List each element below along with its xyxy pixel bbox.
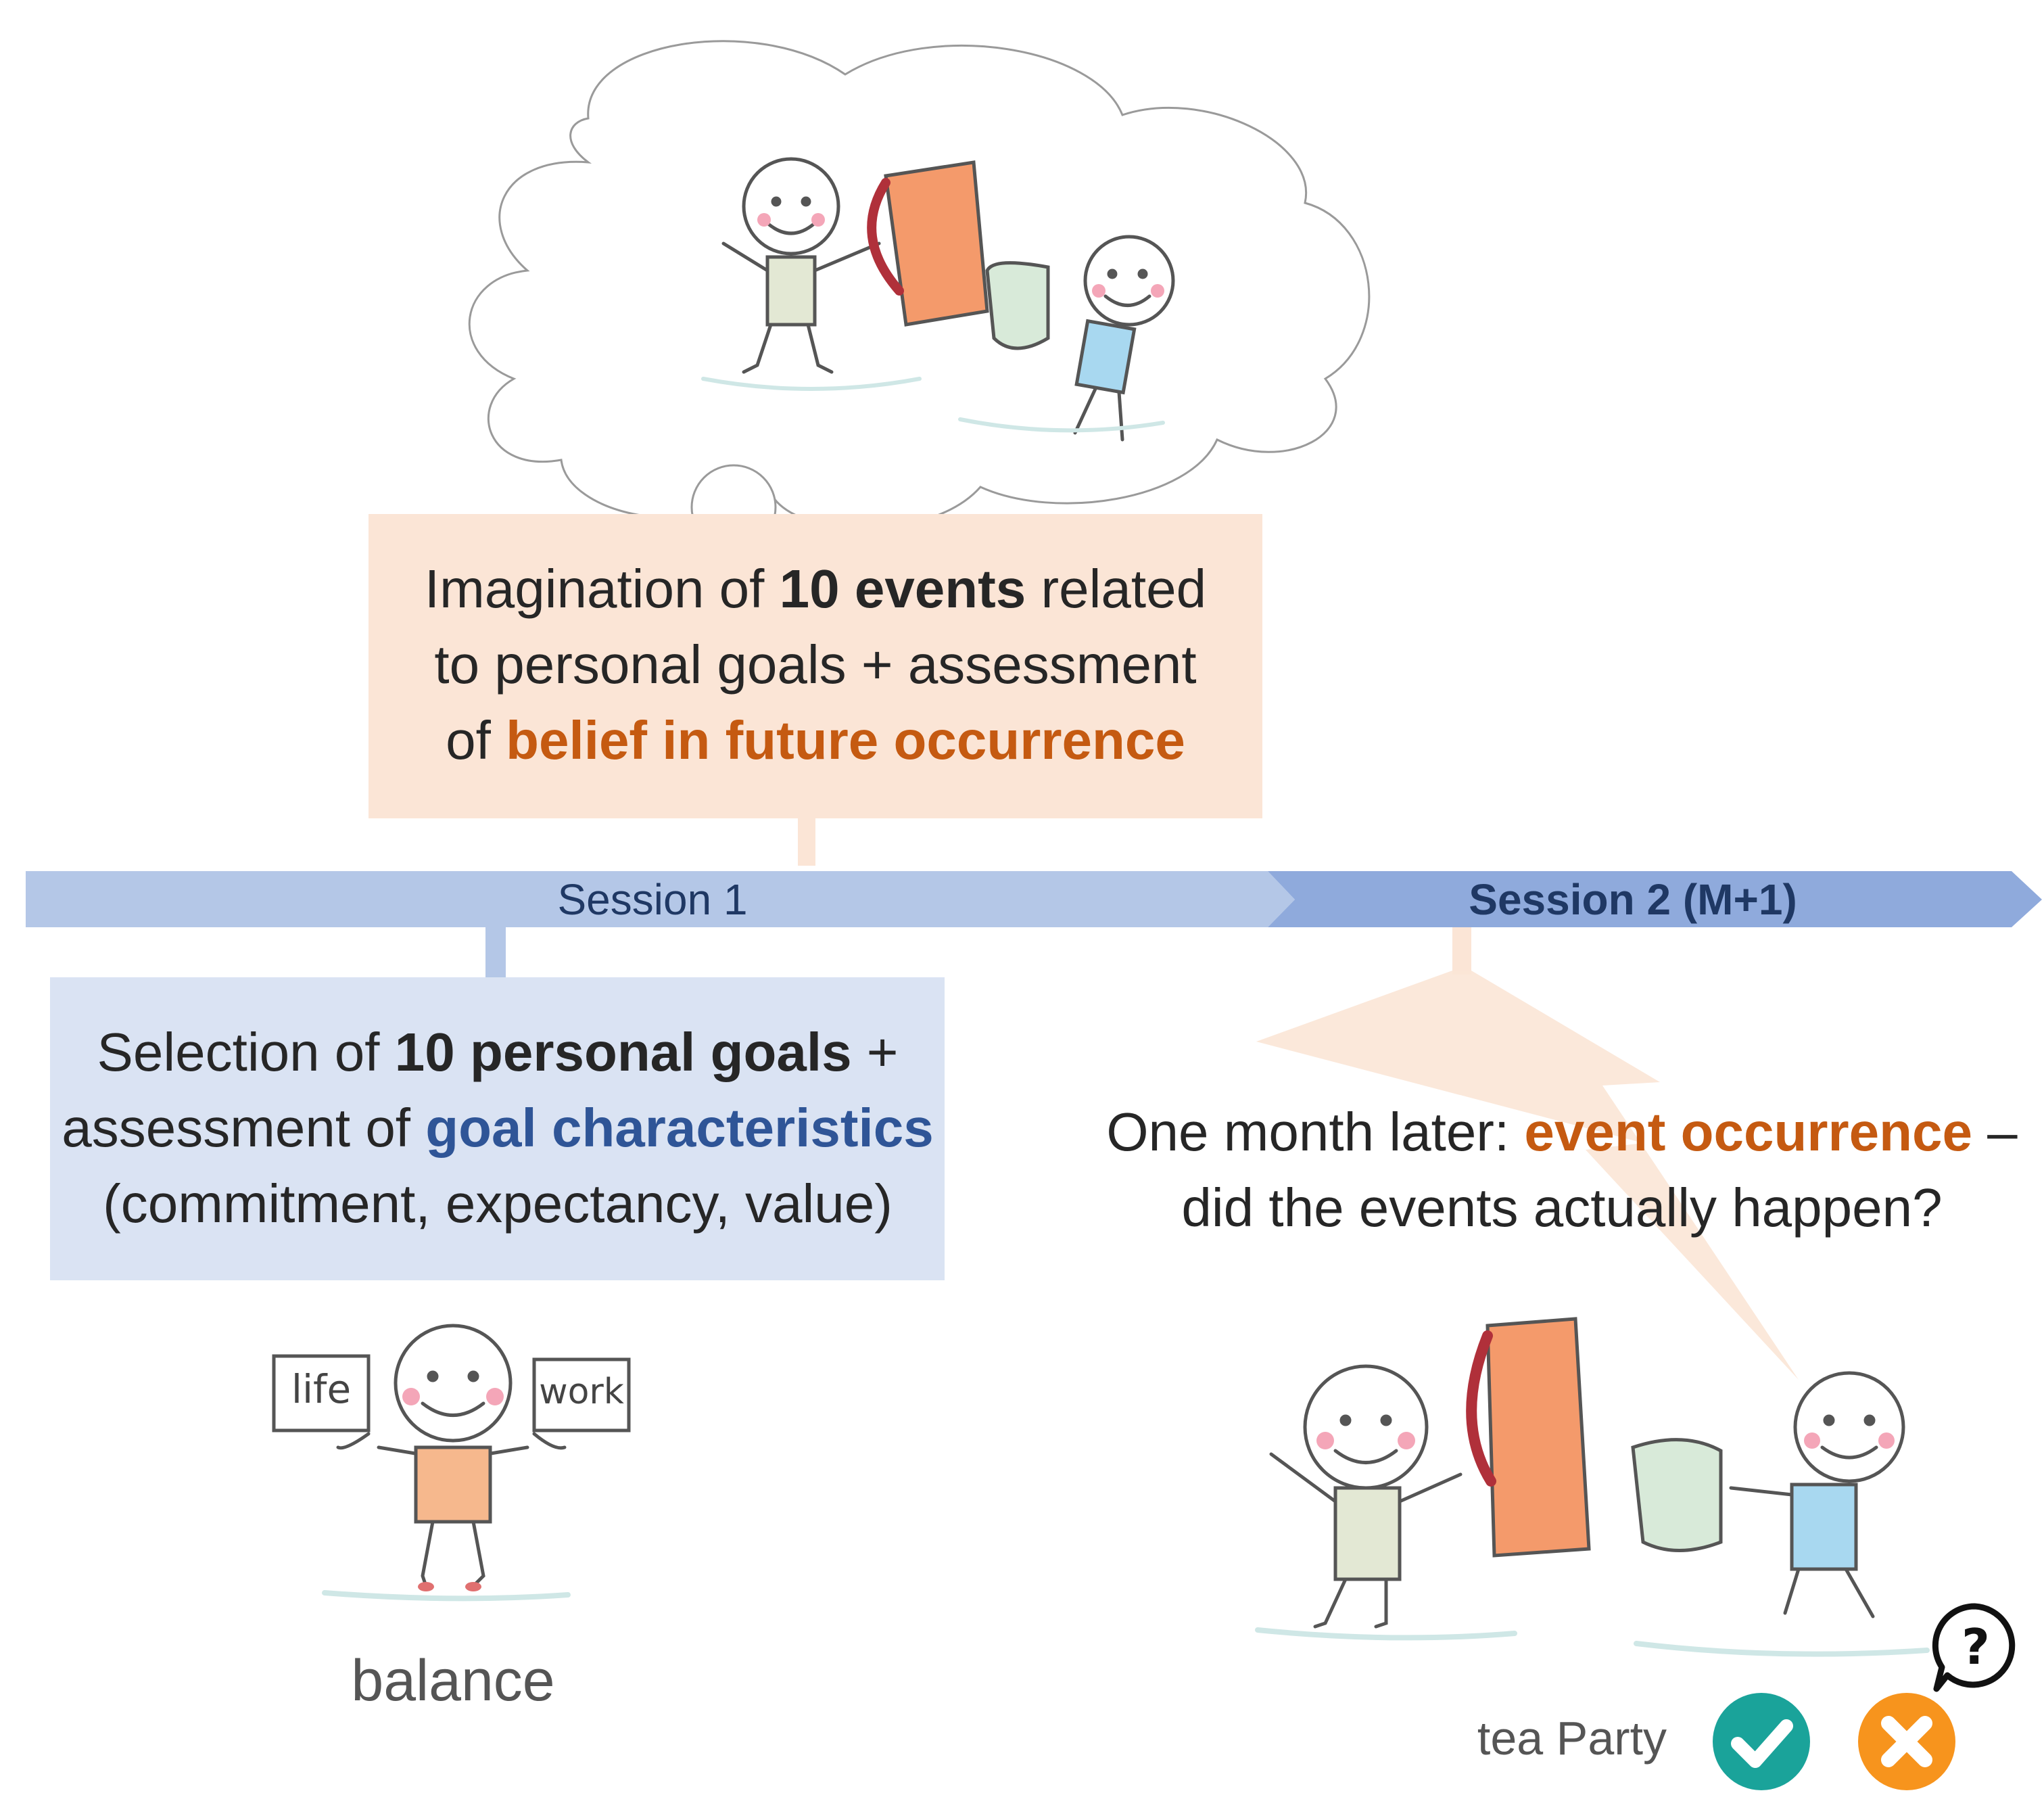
tea-party-caption: tea Party	[1477, 1712, 1667, 1765]
session-2-label: Session 2 (M+1)	[1469, 875, 1797, 924]
goal-characteristics-highlight: goal characteristics	[425, 1098, 934, 1158]
imagination-event-count: 10 events	[779, 559, 1026, 619]
imagination-line-2: to personal goals + assessment	[434, 634, 1197, 695]
imagination-box	[369, 514, 1262, 818]
question-bubble-icon: ?	[1932, 1603, 2016, 1692]
timeline-session1-segment	[26, 871, 1295, 927]
imagination-line-1: Imagination of 10 events related	[424, 559, 1207, 619]
selection-line-3: (commitment, expectancy, value)	[103, 1173, 893, 1234]
timeline-session2-segment	[1268, 871, 2042, 927]
occurrence-text: One month later: event occurrence – did …	[1082, 1094, 2042, 1246]
selection-line-1: Selection of 10 personal goals +	[97, 1022, 899, 1082]
check-circle-icon	[1713, 1693, 1810, 1790]
imagination-connector	[798, 818, 815, 866]
occurrence-line-1: One month later: event occurrence –	[1106, 1102, 2018, 1162]
occurrence-lightning-callout	[1256, 971, 1799, 1380]
selection-line-2: assessment of goal characteristics	[62, 1098, 934, 1158]
goals-count: 10 personal goals	[394, 1022, 852, 1082]
selection-text: Selection of 10 personal goals + assessm…	[54, 1015, 941, 1242]
work-sign-label: work	[539, 1372, 624, 1412]
balance-caption: balance	[351, 1648, 555, 1713]
selection-connector	[485, 927, 506, 978]
imagination-line-3: of belief in future occurrence	[446, 710, 1185, 770]
question-glyph: ?	[1962, 1618, 1990, 1675]
selection-box	[50, 977, 945, 1280]
imagination-text: Imagination of 10 events related to pers…	[379, 551, 1252, 778]
tea-party-sketch-top	[701, 157, 1175, 442]
occurrence-line-2: did the events actually happen?	[1181, 1178, 1943, 1238]
session-1-label: Session 1	[557, 875, 748, 924]
balance-sketch	[272, 1324, 631, 1602]
life-sign-label: life	[291, 1366, 352, 1412]
cross-circle-icon	[1858, 1693, 1955, 1790]
tea-party-sketch-bottom	[1255, 1317, 1930, 1657]
event-occurrence-highlight: event occurrence	[1524, 1102, 1972, 1162]
belief-highlight: belief in future occurrence	[506, 710, 1185, 770]
occurrence-connector	[1452, 927, 1471, 975]
